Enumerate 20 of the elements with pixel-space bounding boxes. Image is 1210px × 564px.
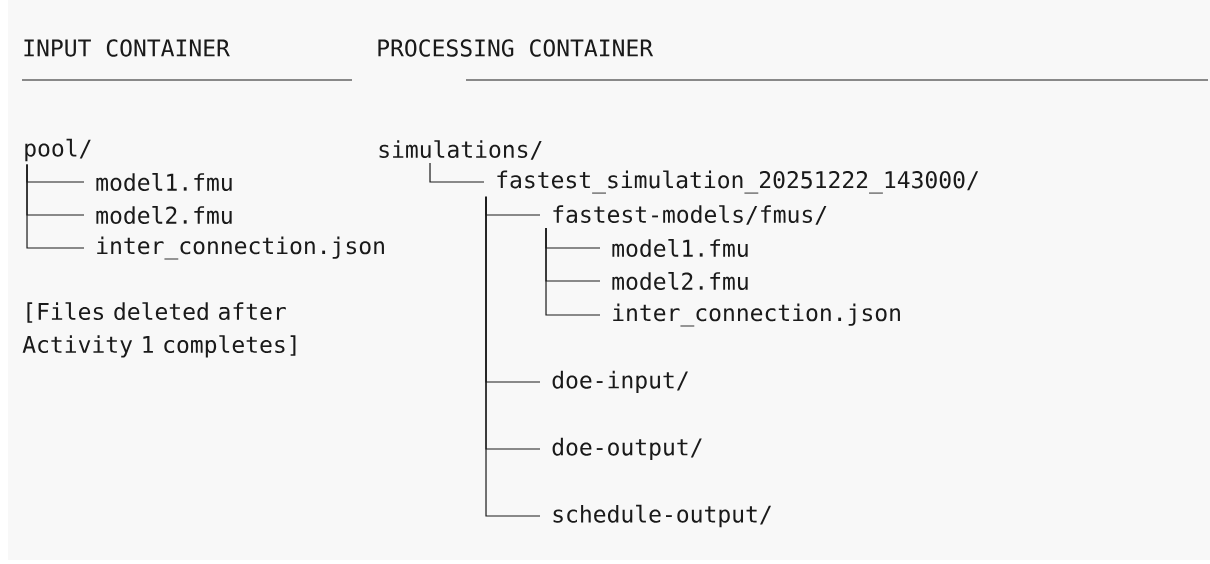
folder-name: fastest-models/fmus/ <box>553 205 827 225</box>
file-name: model1.fmu <box>96 173 232 191</box>
tree-line <box>485 196 541 517</box>
file-name: model2.fmu <box>96 206 232 224</box>
file-name: model2.fmu <box>612 272 748 290</box>
file-name: inter_connection.json <box>613 303 900 327</box>
tree-line <box>545 227 601 316</box>
folder-name: doe-input/ <box>552 370 688 394</box>
heading: INPUT CONTAINER <box>24 39 230 57</box>
file-name: model1.fmu <box>612 239 748 257</box>
folder-name: simulations/ <box>379 140 542 160</box>
folder-name: pool/ <box>25 138 91 162</box>
heading: PROCESSING CONTAINER <box>378 39 654 57</box>
tree-line <box>429 162 485 183</box>
tree-line <box>26 163 85 249</box>
folder-name: fastest_simulation_20251222_143000/ <box>497 170 979 194</box>
folder-name: schedule-output/ <box>553 504 771 528</box>
folder-name: doe-output/ <box>552 437 702 461</box>
note: [Files deleted after Activity 1 completes] <box>22 302 296 358</box>
file-name: inter_connection.json <box>97 236 384 260</box>
